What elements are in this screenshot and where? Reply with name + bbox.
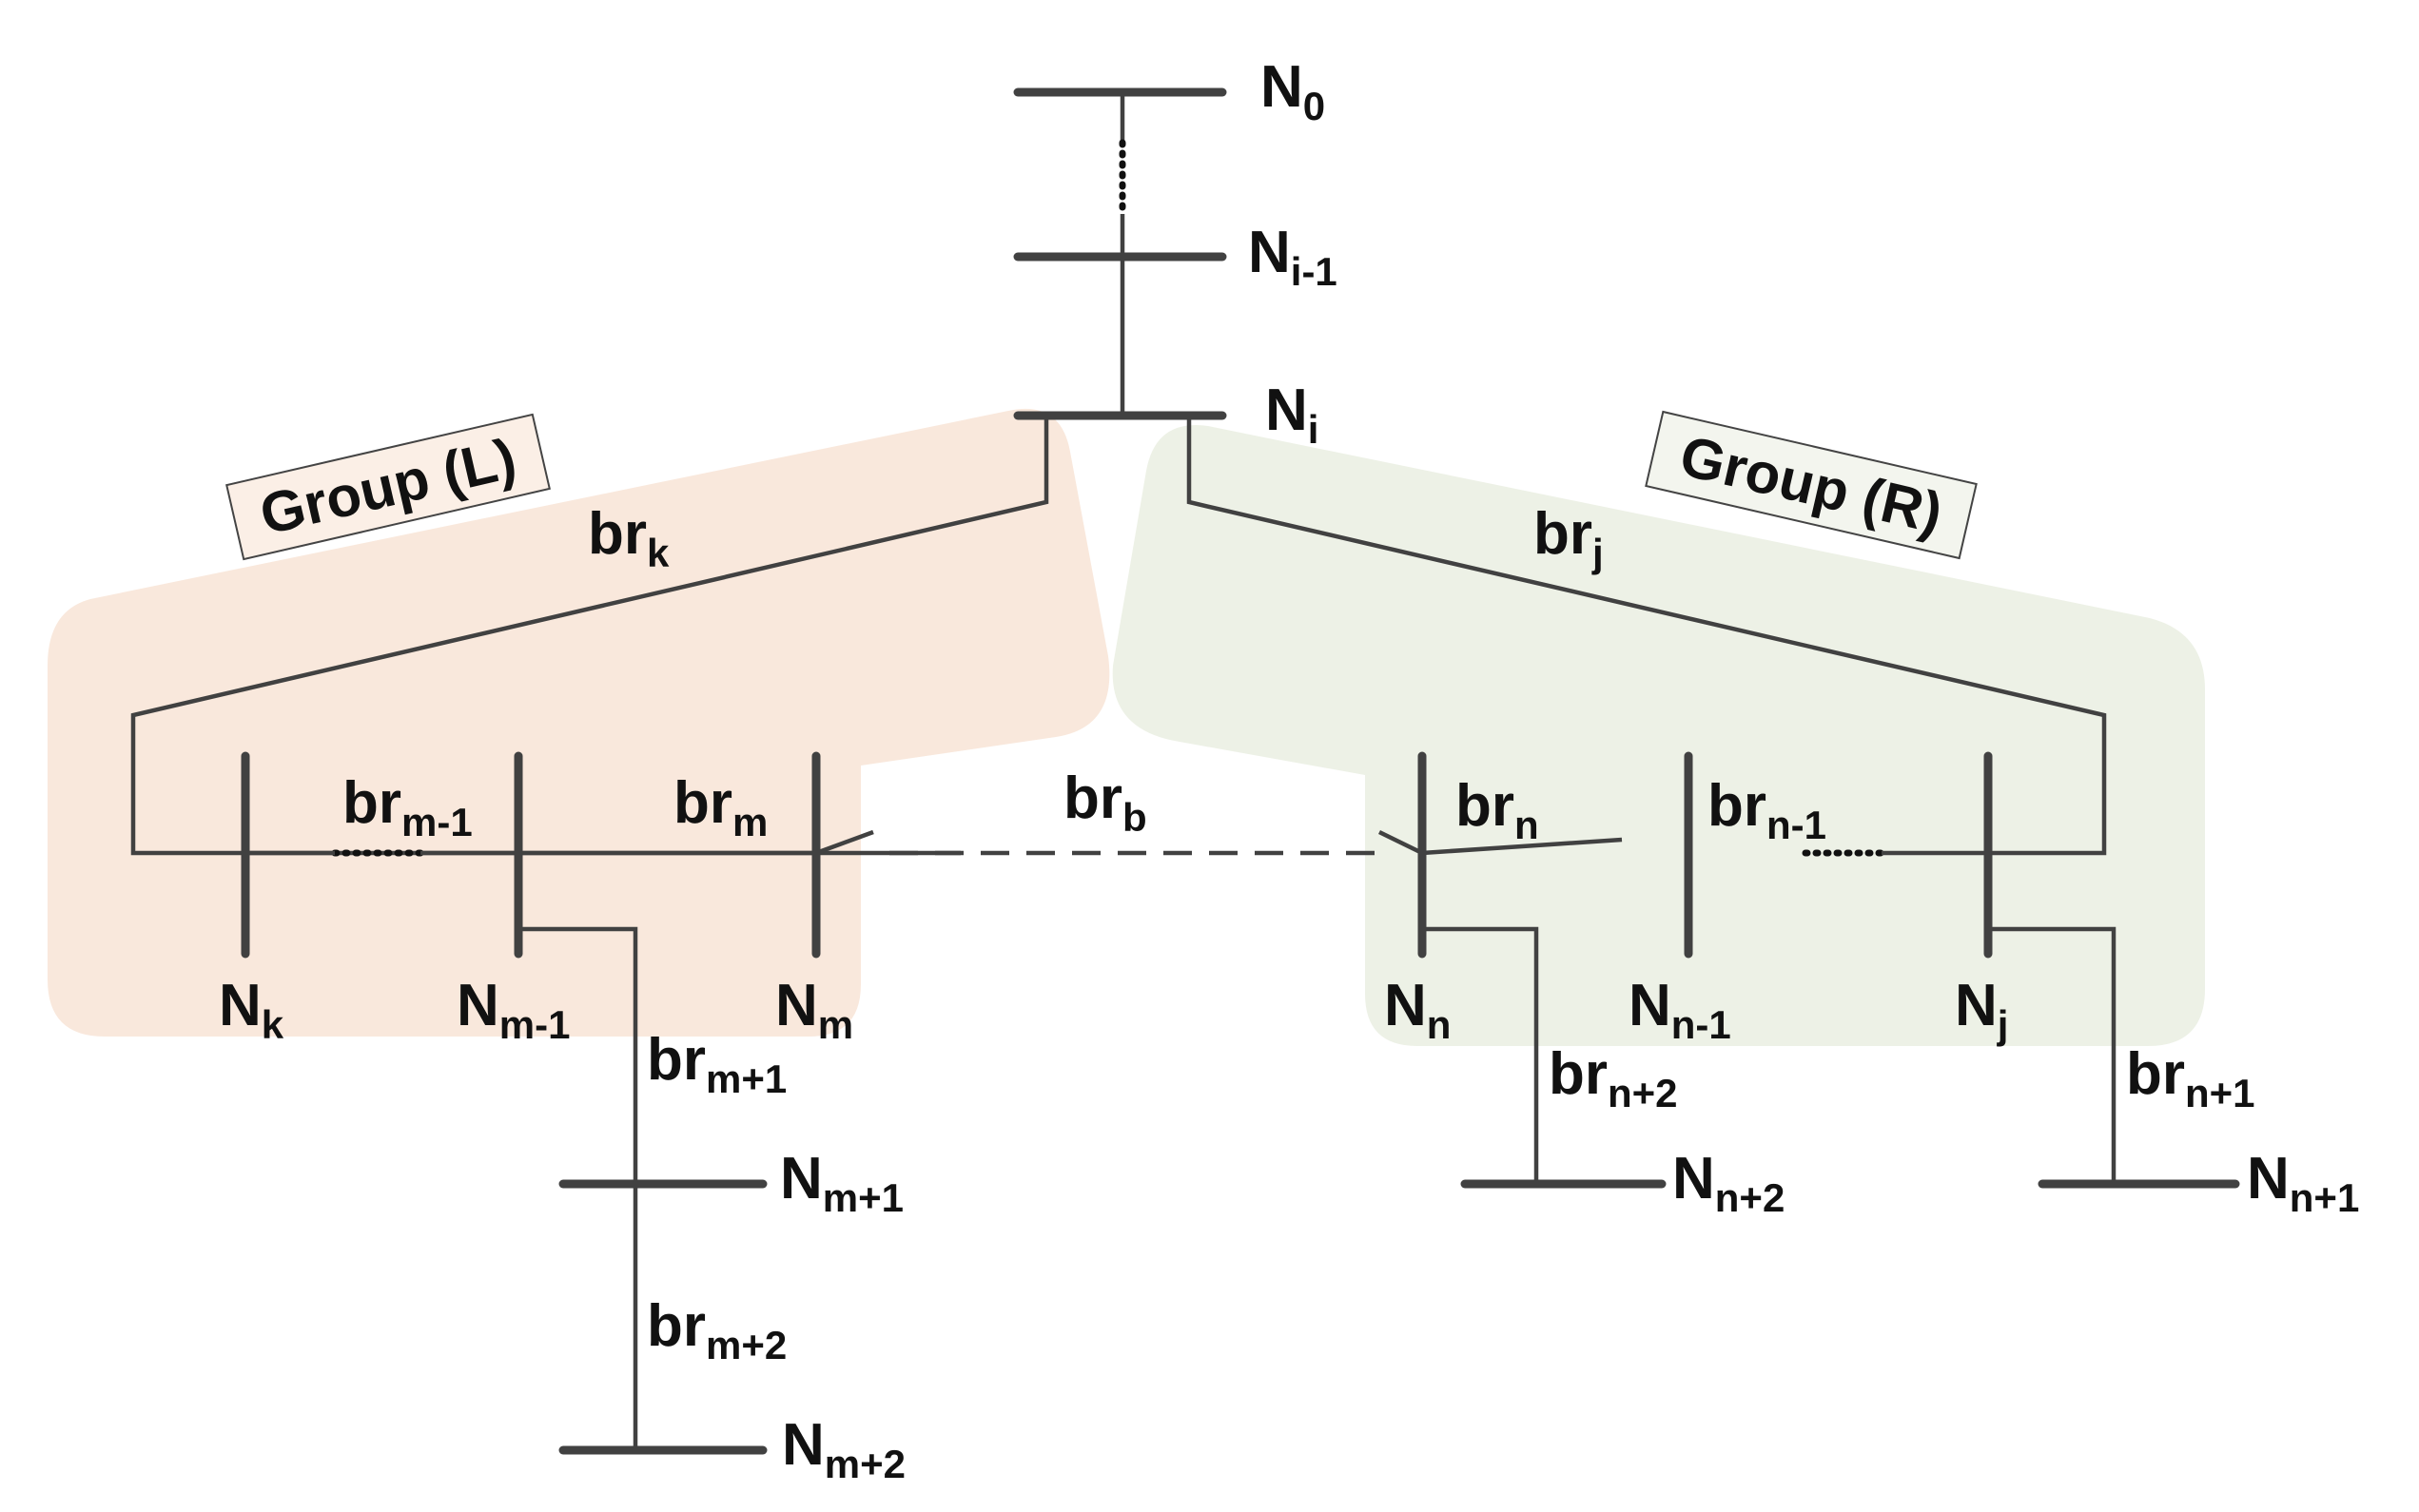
label-brm: brm (673, 770, 768, 844)
label-nn-plus-2: Nn+2 (1672, 1146, 1785, 1220)
group-right-region (1112, 424, 2205, 1046)
branch-n-line (1421, 837, 1623, 856)
branch-m-plus-1-line (518, 926, 638, 1450)
label-brn-plus-1: brn+1 (2126, 1041, 2255, 1115)
group-right-text: Group (R) (1674, 423, 1948, 545)
label-brm-plus-2: brm+2 (647, 1293, 787, 1367)
label-nn-plus-1: Nn+1 (2247, 1146, 2359, 1220)
label-brn: brn (1455, 773, 1539, 847)
label-brm-1: brm-1 (342, 770, 473, 844)
branch-j-line (1186, 416, 2107, 856)
group-left-region (48, 408, 1110, 1037)
label-ni: Ni (1265, 378, 1318, 452)
label-nk: Nk (219, 973, 284, 1047)
label-n0: N0 (1260, 54, 1325, 128)
label-brm-plus-1: brm+1 (647, 1027, 787, 1101)
tie-connector-left (815, 829, 874, 856)
label-brn-1: brn-1 (1707, 773, 1826, 847)
label-ni-1: Ni-1 (1248, 220, 1337, 294)
label-nm-plus-1: Nm+1 (780, 1146, 904, 1220)
label-nm: Nm (775, 973, 853, 1047)
label-brk: brk (588, 501, 670, 575)
label-nm-1: Nm-1 (457, 973, 570, 1047)
label-brn-plus-2: brn+2 (1549, 1041, 1678, 1115)
label-nn: Nn (1384, 973, 1451, 1047)
tie-connector-right (1378, 829, 1423, 856)
label-brb: brb (1063, 766, 1147, 840)
branch-n-plus-1-line (1988, 926, 2117, 1184)
label-nn-1: Nn-1 (1629, 973, 1731, 1047)
label-nm-plus-2: Nm+2 (782, 1412, 906, 1486)
label-brj: brj (1533, 501, 1604, 575)
label-nj: Nj (1955, 973, 2008, 1047)
branch-n-plus-2-line (1422, 926, 1539, 1184)
